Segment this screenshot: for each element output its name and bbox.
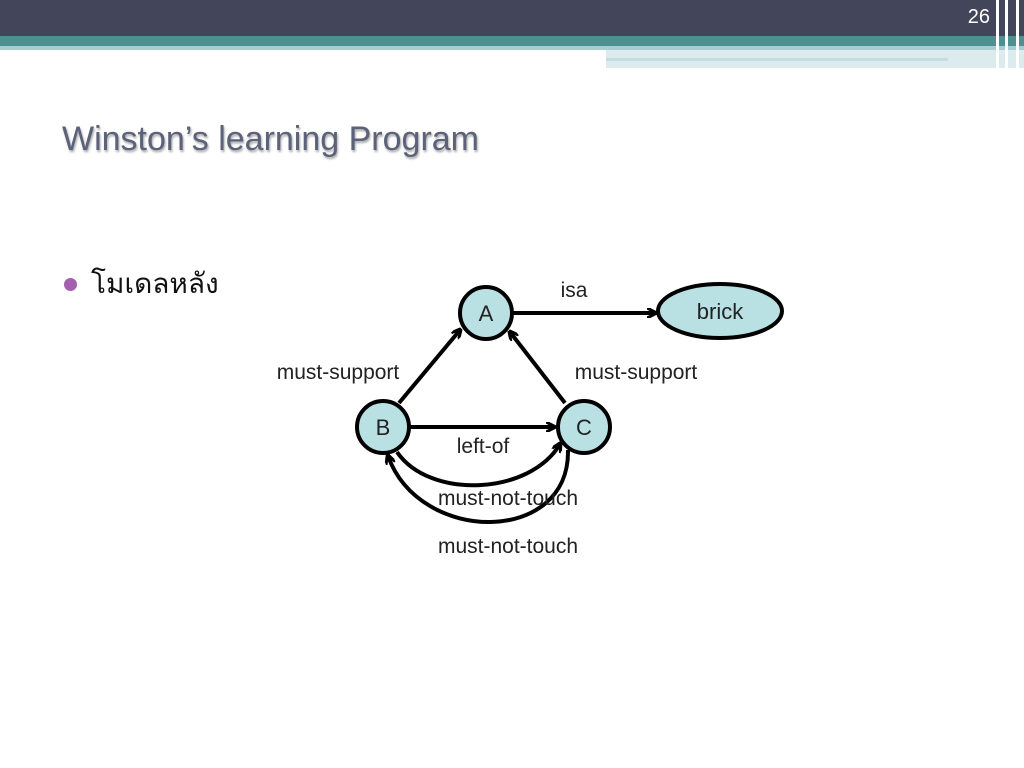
header-divider-line (1016, 0, 1019, 68)
node-a-label: A (479, 301, 494, 326)
node-brick-label: brick (697, 299, 744, 324)
edge-must-not-touch-outer (388, 449, 571, 524)
edge-must-support-left (397, 330, 460, 405)
node-brick: brick (656, 282, 784, 340)
header-right-accent-line (606, 58, 948, 61)
header-divider-line (996, 0, 999, 68)
header-teal-band (0, 36, 1024, 46)
header-divider-line (1005, 0, 1008, 68)
edge-label-must-support-right: must-support (575, 361, 698, 384)
node-c-label: C (576, 415, 592, 440)
edge-label-must-not-touch-outer: must-not-touch (438, 535, 578, 558)
node-c: C (556, 399, 612, 455)
header-bar (0, 0, 1024, 36)
slide-title: Winston’s learning Program (62, 120, 479, 158)
edge-label-left-of: left-of (457, 435, 510, 458)
header-teal-light-band (0, 46, 1024, 50)
node-b-label: B (376, 415, 391, 440)
node-b: B (355, 399, 411, 455)
bullet-text: โมเดลหลัง (91, 267, 219, 300)
edge-label-must-not-touch-inner: must-not-touch (438, 487, 578, 510)
edge-must-not-touch-inner (395, 444, 560, 488)
bullet-item: โมเดลหลัง (64, 262, 219, 306)
slide-number: 26 (967, 6, 990, 28)
edge-label-isa: isa (561, 279, 588, 302)
node-a: A (458, 285, 514, 341)
bullet-dot-icon (64, 277, 77, 291)
edge-must-support-right (510, 332, 567, 405)
edge-label-must-support-left: must-support (277, 361, 400, 384)
